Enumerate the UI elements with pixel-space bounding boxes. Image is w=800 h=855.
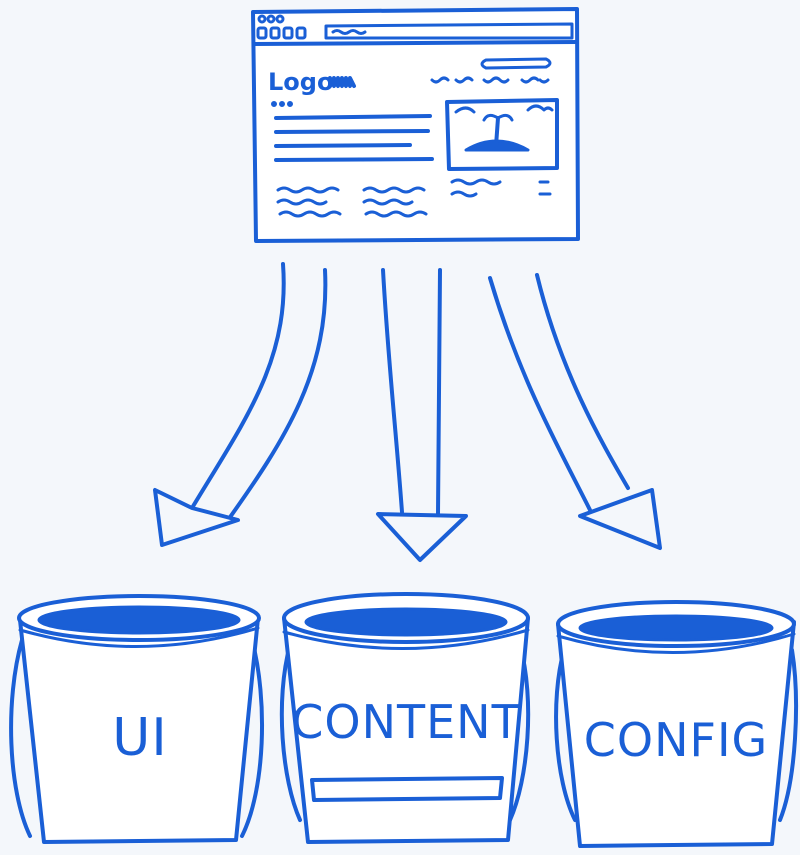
breadcrumb-dots bbox=[271, 101, 293, 107]
arrow-to-config bbox=[488, 273, 662, 550]
browser-bar-divider bbox=[252, 40, 579, 46]
bucket-band bbox=[310, 776, 504, 802]
bucket-content: CONTENT bbox=[279, 592, 531, 844]
bucket-handle bbox=[554, 648, 577, 822]
bucket-handle bbox=[240, 638, 265, 838]
bucket-label: CONTENT bbox=[291, 695, 520, 749]
search-pill bbox=[480, 57, 552, 70]
nav-links-scribble bbox=[430, 76, 550, 84]
tab-icons bbox=[256, 26, 307, 40]
bucket-handle bbox=[778, 648, 798, 822]
address-bar bbox=[324, 22, 574, 40]
body-text-lines bbox=[274, 114, 434, 162]
bucket-liquid bbox=[37, 605, 241, 635]
bucket-handle bbox=[279, 643, 302, 822]
bucket-config: CONFIG bbox=[554, 600, 798, 848]
window-controls-icon bbox=[257, 14, 285, 24]
arrow-to-content bbox=[376, 268, 468, 562]
image-placeholder-icon bbox=[445, 98, 559, 171]
bucket-liquid bbox=[578, 614, 774, 642]
mockup-logo: Logo bbox=[268, 68, 333, 96]
address-bar-text bbox=[331, 29, 367, 35]
logo-scribble bbox=[328, 76, 356, 88]
bucket-handle bbox=[9, 638, 32, 838]
arrow-to-ui bbox=[153, 262, 328, 547]
arrows bbox=[153, 262, 662, 562]
bucket-ui: UI bbox=[9, 594, 265, 844]
footer-scribbles bbox=[276, 178, 552, 218]
bucket-label: UI bbox=[112, 708, 167, 768]
bucket-label: CONFIG bbox=[584, 713, 768, 767]
bucket-liquid bbox=[304, 607, 508, 637]
website-mockup: Logo bbox=[251, 7, 580, 243]
